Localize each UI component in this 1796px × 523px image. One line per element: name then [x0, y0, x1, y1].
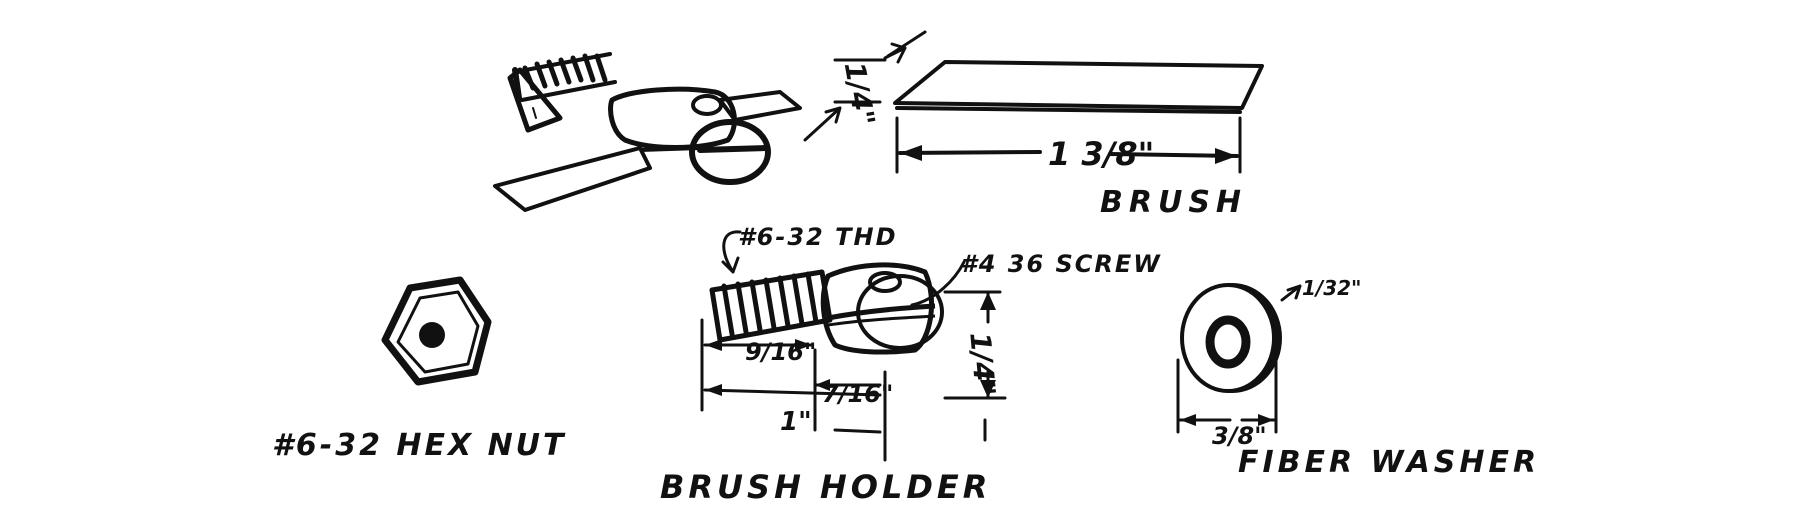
- holder-9-16-label: 9/16": [745, 338, 816, 366]
- brush-holder-part: #6-32 THD #4 36 SCREW 1/4" 9/16" 7/16" 1…: [660, 223, 1162, 506]
- fiber-washer-part: 1/32" 3/8" FIBER WASHER: [1176, 276, 1540, 480]
- brush-length-label: 1 3/8": [1048, 135, 1154, 173]
- washer-dia-label: 3/8": [1212, 422, 1267, 450]
- brush-holder-label: BRUSH HOLDER: [660, 468, 991, 506]
- assembled-brush-holder: [493, 52, 802, 212]
- holder-7-16-label: 7/16": [822, 380, 893, 408]
- holder-quarter-label: 1/4": [963, 331, 1001, 397]
- washer-thickness-label: 1/32": [1302, 276, 1361, 300]
- brush-part: 1/4" 1 3/8" BRUSH: [803, 30, 1264, 220]
- screw-label: #4 36 SCREW: [960, 250, 1162, 278]
- holder-1-label: 1": [780, 407, 812, 437]
- fiber-washer-label: FIBER WASHER: [1238, 445, 1540, 480]
- brush-label: BRUSH: [1100, 185, 1247, 220]
- hex-nut-part: #6-32 HEX NUT: [272, 276, 567, 463]
- thread-label: #6-32 THD: [738, 223, 898, 251]
- brush-thickness-label: 1/4": [838, 60, 882, 129]
- hex-nut-label: #6-32 HEX NUT: [272, 428, 567, 463]
